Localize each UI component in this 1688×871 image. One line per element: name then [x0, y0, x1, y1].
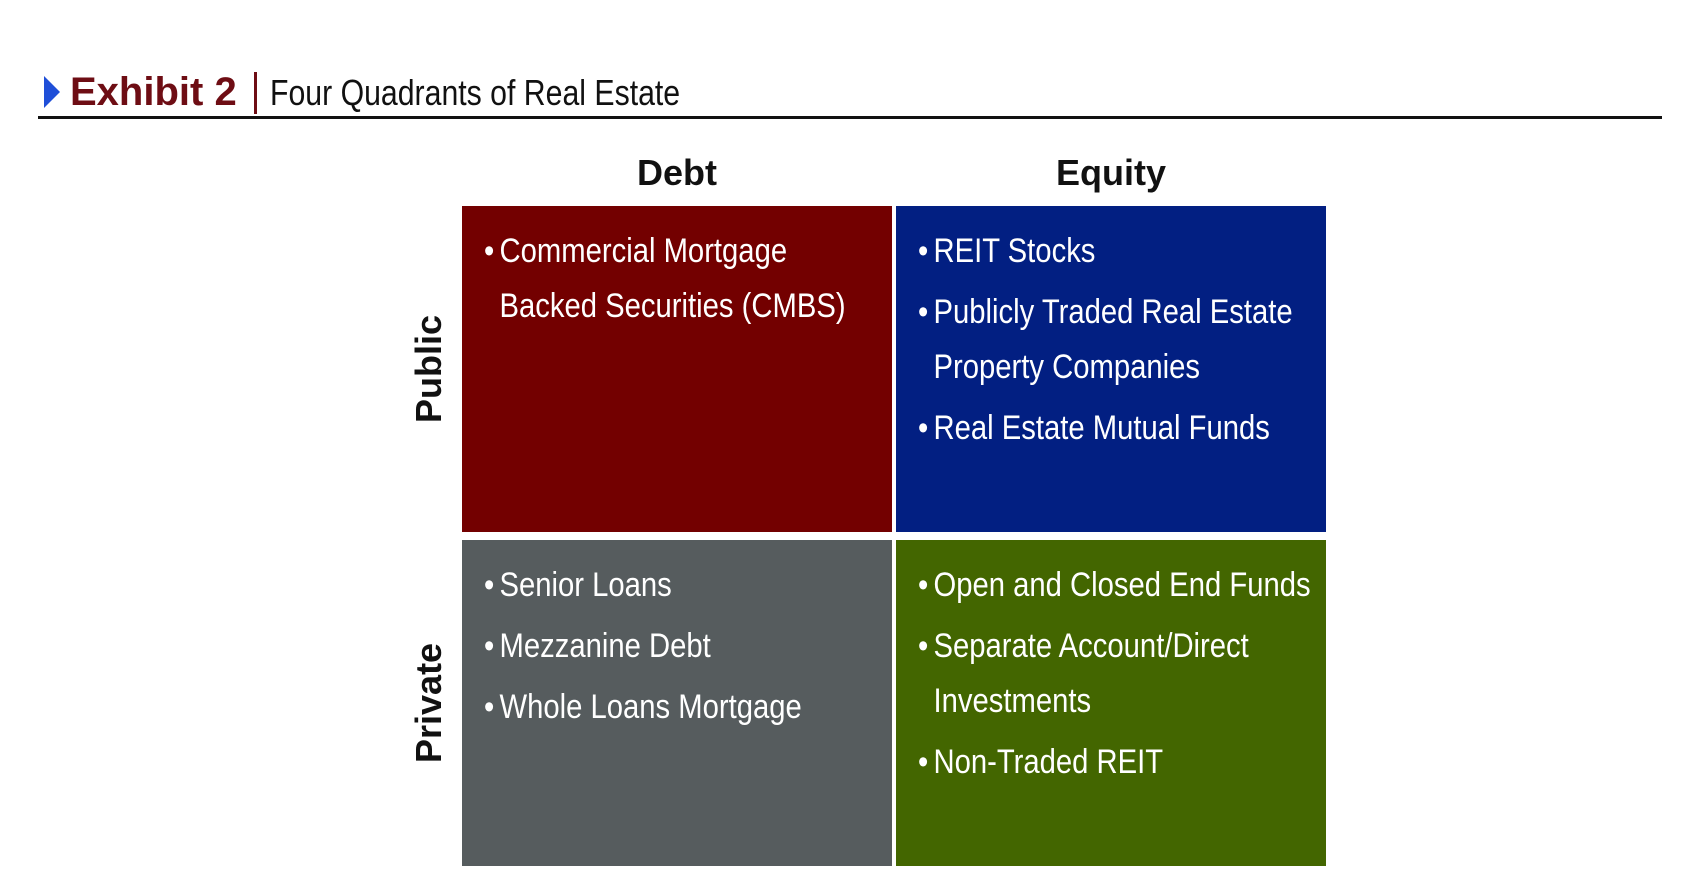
quadrant-private-debt: Senior Loans Mezzanine Debt Whole Loans …: [462, 540, 892, 866]
play-triangle-icon: [44, 76, 60, 108]
quadrant-public-equity: REIT Stocks Publicly Traded Real Estate …: [896, 206, 1326, 532]
quadrant-private-equity: Open and Closed End Funds Separate Accou…: [896, 540, 1326, 866]
list-item: REIT Stocks: [918, 224, 1326, 279]
list-item: Commercial Mortgage Backed Securities (C…: [484, 224, 892, 334]
list-item: Senior Loans: [484, 558, 892, 613]
exhibit-header: Exhibit 2 Four Quadrants of Real Estate: [38, 68, 1662, 119]
column-header-equity: Equity: [1055, 152, 1166, 193]
quadrant-public-debt: Commercial Mortgage Backed Securities (C…: [462, 206, 892, 532]
exhibit-title: Four Quadrants of Real Estate: [270, 72, 681, 113]
exhibit-label: Exhibit 2: [70, 70, 237, 114]
row-header-private: Private: [408, 642, 449, 764]
list-item: Real Estate Mutual Funds: [918, 401, 1326, 456]
row-header-public: Public: [408, 314, 449, 424]
list-item: Mezzanine Debt: [484, 619, 892, 674]
list-item: Non-Traded REIT: [918, 735, 1326, 790]
header-divider: [254, 72, 257, 114]
column-header-debt: Debt: [637, 152, 717, 193]
list-item: Publicly Traded Real Estate Property Com…: [918, 285, 1326, 395]
list-item: Whole Loans Mortgage: [484, 680, 892, 735]
list-item: Separate Account/Direct Investments: [918, 619, 1326, 729]
list-item: Open and Closed End Funds: [918, 558, 1326, 613]
